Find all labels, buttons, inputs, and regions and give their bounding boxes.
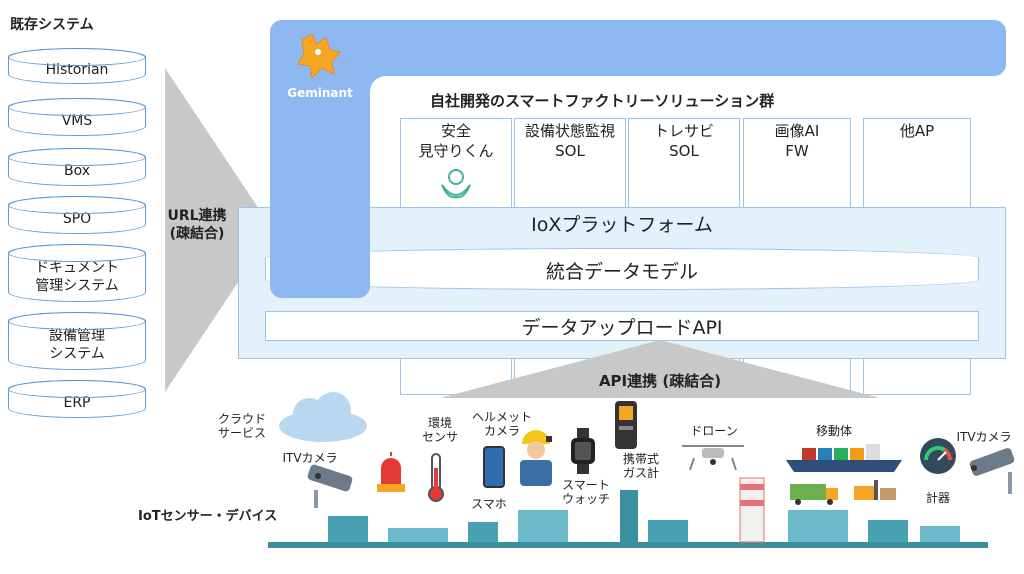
frame-corner-inner xyxy=(370,76,386,92)
api-link-label: API連携 (疎結合) xyxy=(598,372,722,390)
itv-camera-left-label: ITVカメラ xyxy=(282,451,338,465)
alarm-light-icon xyxy=(377,452,405,492)
solution-box: トレサビ SOL xyxy=(628,118,740,208)
legacy-system-cylinder: SPO xyxy=(8,196,146,234)
helmet-camera-label: ヘルメット カメラ xyxy=(471,410,532,438)
gas-meter-icon xyxy=(615,401,637,449)
smartwatch-label: スマート ウォッチ xyxy=(561,478,610,506)
legacy-system-cylinder: ドキュメント 管理システム xyxy=(8,244,146,302)
url-link-arrow xyxy=(165,68,273,392)
api-link-arrow xyxy=(440,340,880,398)
platform-title: IoXプラットフォーム xyxy=(531,214,713,236)
geminant-logo-text: Geminant xyxy=(287,86,353,100)
mobile-vehicles-icon xyxy=(786,444,902,505)
legacy-system-cylinder: VMS xyxy=(8,98,146,136)
legacy-system-cylinder: ERP xyxy=(8,380,146,418)
solutions-title: 自社開発のスマートファクトリーソリューション群 xyxy=(430,92,775,110)
factory-skyline-illustration xyxy=(268,477,988,548)
geminant-frame-top xyxy=(270,20,1006,76)
solution-label: 設備状態監視 SOL xyxy=(524,122,615,160)
iot-section-label: IoTセンサー・デバイス xyxy=(138,509,278,524)
legacy-system-cylinder: Box xyxy=(8,148,146,186)
itv-camera-right-label: ITVカメラ xyxy=(956,430,1012,444)
solution-label: トレサビ SOL xyxy=(653,122,714,160)
solution-box: 他AP xyxy=(863,118,971,208)
drone-label: ドローン xyxy=(690,424,738,438)
thermometer-icon xyxy=(428,453,444,502)
geminant-logo: Geminant xyxy=(282,32,358,102)
url-link-label: URL連携 (疎結合) xyxy=(167,208,227,242)
data-model-cylinder xyxy=(265,248,979,290)
smartwatch-icon xyxy=(571,428,595,474)
cloud-label: クラウド サービス xyxy=(217,412,266,440)
cloud-icon xyxy=(279,392,367,442)
smartphone-label: スマホ xyxy=(471,497,507,511)
mobile-label: 移動体 xyxy=(815,424,852,438)
solution-label: 画像AI FW xyxy=(774,122,820,160)
gas-meter-label: 携帯式 ガス計 xyxy=(622,452,659,480)
solution-box: 安全 見守りくん xyxy=(400,118,512,208)
itv-camera-right-icon xyxy=(969,448,1015,494)
upload-api-label: データアップロードAPI xyxy=(521,317,723,339)
legacy-title: 既存システム xyxy=(10,17,94,33)
legacy-system-cylinder: 設備管理 システム xyxy=(8,312,146,370)
upload-api-box xyxy=(265,311,979,341)
solution-label: 安全 見守りくん xyxy=(418,122,494,160)
gauge-label: 計器 xyxy=(925,491,950,505)
geminant-mascot-icon xyxy=(297,33,341,80)
helmet-worker-icon xyxy=(520,430,552,486)
data-model-label: 統合データモデル xyxy=(545,261,698,283)
smartphone-icon xyxy=(483,446,505,488)
itv-camera-left-icon xyxy=(307,464,353,508)
solution-label: 他AP xyxy=(899,122,935,140)
geminant-frame-overlay xyxy=(270,200,370,298)
env-sensor-label: 環境 センサ xyxy=(421,416,458,444)
drone-icon xyxy=(682,445,744,471)
solution-box: 画像AI FW xyxy=(743,118,851,208)
legacy-system-cylinder: Historian xyxy=(8,48,146,84)
gauge-icon xyxy=(920,438,956,474)
guardian-mascot-icon xyxy=(441,169,471,199)
solution-box: 設備状態監視 SOL xyxy=(514,118,626,208)
